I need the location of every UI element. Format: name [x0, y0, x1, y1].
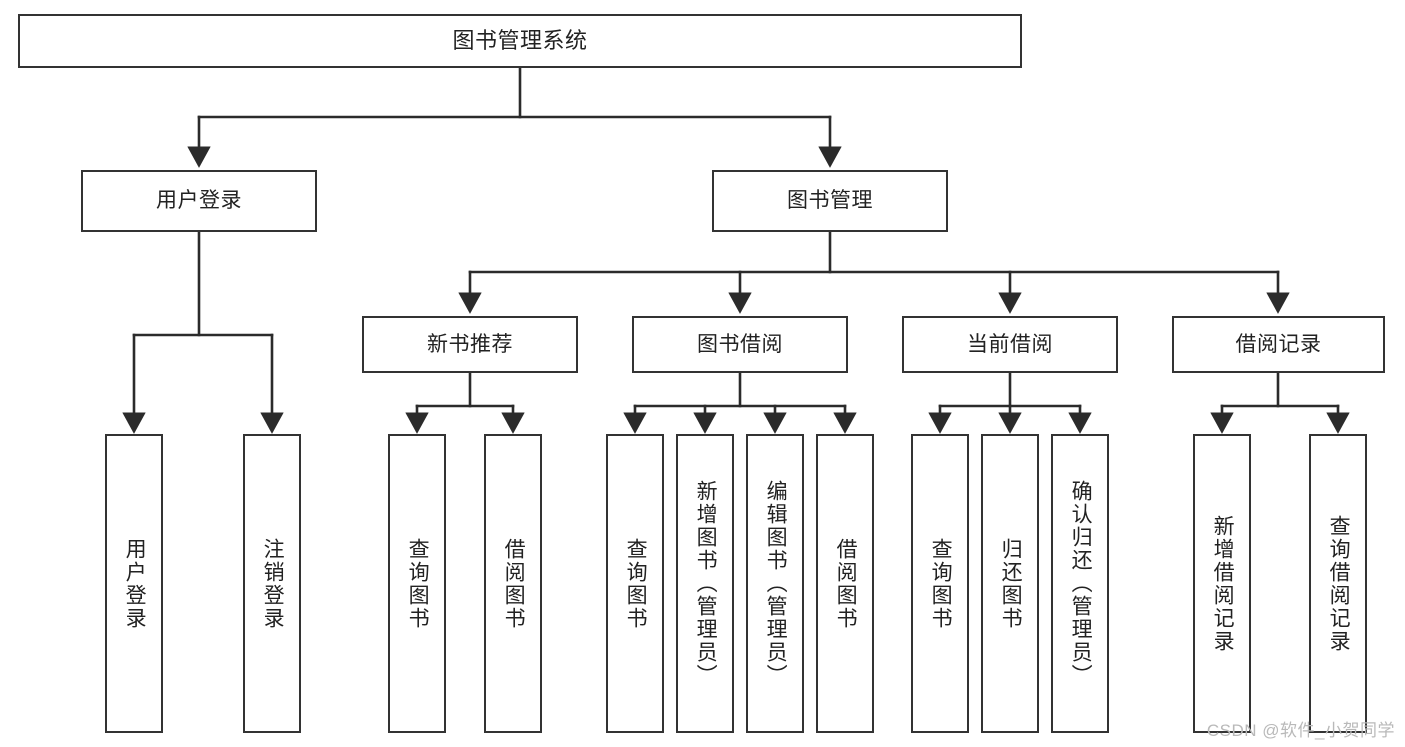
- node-leaf-user-login[interactable]: 用户登录: [105, 434, 163, 733]
- node-borrow-record[interactable]: 借阅记录: [1172, 316, 1385, 373]
- node-new-book-recommend-label: 新书推荐: [427, 332, 513, 356]
- node-leaf-logout-login-label: 注销登录: [261, 537, 285, 630]
- node-leaf-confirm-return-label: 确认归还（管理员）: [1069, 480, 1093, 687]
- node-leaf-return-book[interactable]: 归还图书: [981, 434, 1039, 733]
- node-book-borrow-label: 图书借阅: [697, 332, 783, 356]
- node-book-manage[interactable]: 图书管理: [712, 170, 948, 232]
- node-leaf-add-book-label: 新增图书（管理员）: [694, 480, 718, 687]
- node-leaf-borrow-book-2[interactable]: 借阅图书: [816, 434, 874, 733]
- node-user-login[interactable]: 用户登录: [81, 170, 317, 232]
- node-leaf-confirm-return[interactable]: 确认归还（管理员）: [1051, 434, 1109, 733]
- node-leaf-query-record-label: 查询借阅记录: [1327, 514, 1351, 653]
- node-user-login-label: 用户登录: [156, 189, 242, 213]
- node-current-borrow[interactable]: 当前借阅: [902, 316, 1118, 373]
- node-leaf-add-book[interactable]: 新增图书（管理员）: [676, 434, 734, 733]
- node-book-manage-label: 图书管理: [787, 189, 873, 213]
- node-leaf-borrow-book-1-label: 借阅图书: [502, 537, 526, 630]
- node-leaf-edit-book-label: 编辑图书（管理员）: [764, 480, 788, 687]
- node-new-book-recommend[interactable]: 新书推荐: [362, 316, 578, 373]
- node-leaf-query-book-2[interactable]: 查询图书: [606, 434, 664, 733]
- watermark: CSDN @软件_小贺同学: [1206, 721, 1395, 740]
- node-leaf-query-book-1[interactable]: 查询图书: [388, 434, 446, 733]
- node-leaf-query-book-3-label: 查询图书: [929, 537, 953, 630]
- node-current-borrow-label: 当前借阅: [967, 332, 1053, 356]
- node-leaf-query-book-2-label: 查询图书: [624, 537, 648, 630]
- node-borrow-record-label: 借阅记录: [1235, 332, 1322, 356]
- node-leaf-query-record[interactable]: 查询借阅记录: [1309, 434, 1367, 733]
- node-book-borrow[interactable]: 图书借阅: [632, 316, 848, 373]
- node-leaf-return-book-label: 归还图书: [999, 537, 1023, 630]
- node-leaf-user-login-label: 用户登录: [123, 537, 147, 630]
- node-leaf-add-record[interactable]: 新增借阅记录: [1193, 434, 1251, 733]
- node-leaf-query-book-3[interactable]: 查询图书: [911, 434, 969, 733]
- node-root-label: 图书管理系统: [452, 27, 588, 53]
- node-leaf-logout-login[interactable]: 注销登录: [243, 434, 301, 733]
- node-leaf-add-record-label: 新增借阅记录: [1211, 514, 1235, 653]
- node-leaf-borrow-book-2-label: 借阅图书: [834, 537, 858, 630]
- node-leaf-borrow-book-1[interactable]: 借阅图书: [484, 434, 542, 733]
- node-leaf-edit-book[interactable]: 编辑图书（管理员）: [746, 434, 804, 733]
- node-leaf-query-book-1-label: 查询图书: [406, 537, 430, 630]
- node-root[interactable]: 图书管理系统: [18, 14, 1022, 68]
